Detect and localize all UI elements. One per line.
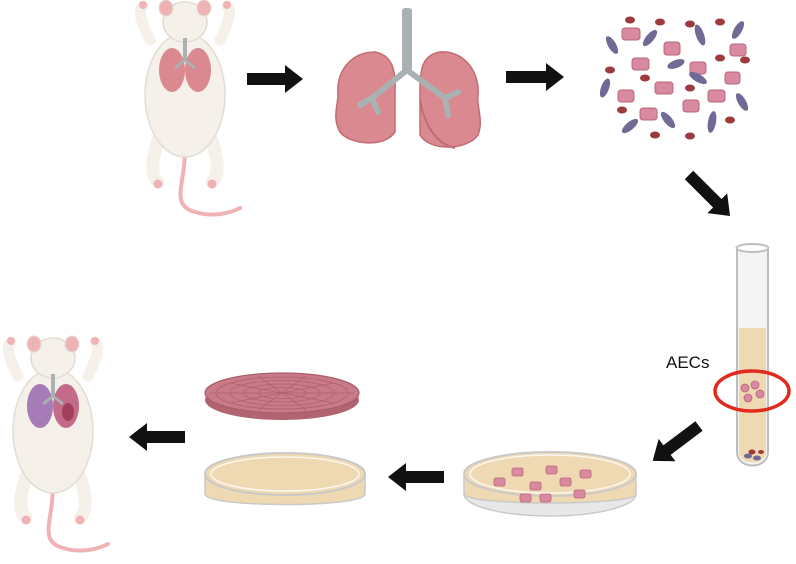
mouse-icon [139,0,240,215]
arrow-icon [684,170,731,217]
arrow-icon [129,423,185,451]
arrow-icon [652,421,703,462]
petri-dish-icon [463,451,637,517]
aecs-label: AECs [666,353,710,372]
dissociated-cells-icon [599,16,750,140]
arrow-icon [247,65,303,93]
arrow-icon [388,463,444,491]
aec-highlight-ring [713,369,791,413]
treated-mouse-icon [7,336,108,551]
cell-sheet-icon [204,372,360,420]
arrow-icon [506,63,564,91]
lungs-icon [335,8,481,149]
petri-dish-icon [204,452,366,506]
test-tube-icon [735,243,770,467]
